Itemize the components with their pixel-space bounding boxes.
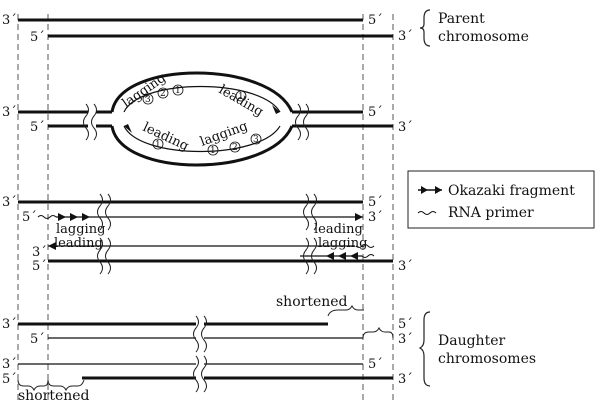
bubble-fragment-numbers-top: 3 2 1 1 xyxy=(142,84,247,105)
end-label: 5´ xyxy=(22,210,37,225)
end-label: 5´ xyxy=(30,332,45,347)
end-label: 3´ xyxy=(2,105,17,120)
shortened-brace-bottom xyxy=(47,379,85,392)
fork-right-leading-label: leading xyxy=(314,222,363,237)
fork-left-leading-label: leading xyxy=(54,236,103,251)
end-label: 3´ xyxy=(398,29,413,44)
okazaki-legend-arrow xyxy=(435,186,442,194)
bubble-inner-top xyxy=(123,86,281,113)
leading-arrow-head xyxy=(124,124,132,133)
fork-left-lagging-label: lagging xyxy=(56,222,105,237)
fragment-number: 2 xyxy=(232,143,238,153)
guide-lines xyxy=(17,14,394,404)
fragment-number-circle xyxy=(142,93,154,105)
shortened-label-bottom: shortened xyxy=(18,388,90,404)
fragment-number: 1 xyxy=(175,86,181,96)
bubble-inner-bottom xyxy=(123,125,281,152)
replication-bubble: lagging leading leading lagging 3 2 1 1 … xyxy=(2,71,413,167)
okazaki-arrow xyxy=(82,213,90,221)
bubble-outer-top xyxy=(110,71,294,113)
fragment-number: 1 xyxy=(238,92,244,102)
end-label: 5´ xyxy=(368,195,383,210)
end-label: 5´ xyxy=(368,357,383,372)
end-label: 3´ xyxy=(368,210,383,225)
bubble-bottom-leading-label: leading xyxy=(140,120,191,154)
daughter-label-line2: chromosomes xyxy=(438,351,536,367)
end-label: 3´ xyxy=(2,317,17,332)
break-symbol xyxy=(303,237,317,275)
break-symbol xyxy=(295,103,309,141)
end-label: 3´ xyxy=(2,357,17,372)
end-label: 3´ xyxy=(2,13,17,28)
replication-forks: lagging leading leading lagging 3´ 5´ 3´… xyxy=(2,193,413,275)
rna-primer-legend-label: RNA primer xyxy=(448,205,534,221)
fragment-number-circle xyxy=(152,138,164,150)
break-symbol xyxy=(303,193,317,231)
fork-right-lagging-label: lagging xyxy=(318,236,367,251)
shortened-brace-right xyxy=(362,326,394,339)
end-label: 5´ xyxy=(30,30,45,45)
okazaki-fragments-left xyxy=(58,213,90,221)
fragment-number-circle xyxy=(172,84,184,96)
parent-label-line1: Parent xyxy=(438,11,485,27)
end-label: 3´ xyxy=(398,372,413,387)
end-label: 3´ xyxy=(398,259,413,274)
break-symbol xyxy=(193,315,207,353)
parent-brace xyxy=(419,9,431,47)
end-label: 5´ xyxy=(2,372,17,387)
fragment-number: 2 xyxy=(160,89,166,99)
fragment-number-circle xyxy=(235,90,247,102)
break-symbol xyxy=(83,103,97,141)
legend: Okazaki fragment RNA primer xyxy=(407,170,595,229)
okazaki-arrow xyxy=(70,213,78,221)
end-label: 5´ xyxy=(398,317,413,332)
leading-arrow-head xyxy=(355,213,363,221)
break-symbol xyxy=(193,355,207,393)
rna-primer-legend-icon xyxy=(417,211,437,215)
legend-box xyxy=(407,170,595,229)
daughter-chromosomes: shortened shortened 3´ 5´ 3´ 5´ 5´ 3´ 5´… xyxy=(2,294,536,404)
end-label: 3´ xyxy=(32,245,47,260)
fragment-number-circle xyxy=(157,87,169,99)
daughter-brace xyxy=(418,311,431,387)
leading-arrow-head xyxy=(272,105,280,114)
end-label: 5´ xyxy=(368,105,383,120)
break-symbol xyxy=(97,193,111,231)
fragment-number-circle xyxy=(229,141,241,153)
bubble-fragment-numbers-bottom: 1 1 2 3 xyxy=(152,133,262,156)
fragment-number: 3 xyxy=(253,135,259,145)
rna-primer xyxy=(355,244,375,248)
break-symbol xyxy=(97,237,111,275)
end-label: 3´ xyxy=(398,332,413,347)
shortened-label-top: shortened xyxy=(276,294,348,310)
okazaki-legend-arrow xyxy=(421,186,428,194)
end-label: 5´ xyxy=(368,13,383,28)
end-label: 3´ xyxy=(2,195,17,210)
rna-primer xyxy=(361,254,375,258)
end-label: 5´ xyxy=(32,259,47,274)
shortened-brace-top xyxy=(327,304,364,317)
fragment-number: 3 xyxy=(145,95,151,105)
fragment-number-circle xyxy=(250,133,262,145)
okazaki-arrow xyxy=(58,213,66,221)
bubble-outer-bottom xyxy=(110,125,294,167)
shortened-brace-left xyxy=(17,379,49,392)
okazaki-legend-label: Okazaki fragment xyxy=(448,183,575,199)
daughter-label-line1: Daughter xyxy=(438,333,505,349)
fragment-number: 1 xyxy=(155,140,161,150)
rna-primer xyxy=(37,215,57,219)
fragment-number: 1 xyxy=(210,146,216,156)
end-label: 3´ xyxy=(398,120,413,135)
parent-label-line2: chromosome xyxy=(438,29,529,45)
bubble-bottom-lagging-label: lagging xyxy=(198,119,250,150)
fragment-number-circle xyxy=(207,144,219,156)
parent-chromosome: 3´ 5´ 5´ 3´ Parent chromosome xyxy=(2,9,529,47)
end-label: 5´ xyxy=(30,120,45,135)
leading-arrow-head xyxy=(48,242,56,250)
